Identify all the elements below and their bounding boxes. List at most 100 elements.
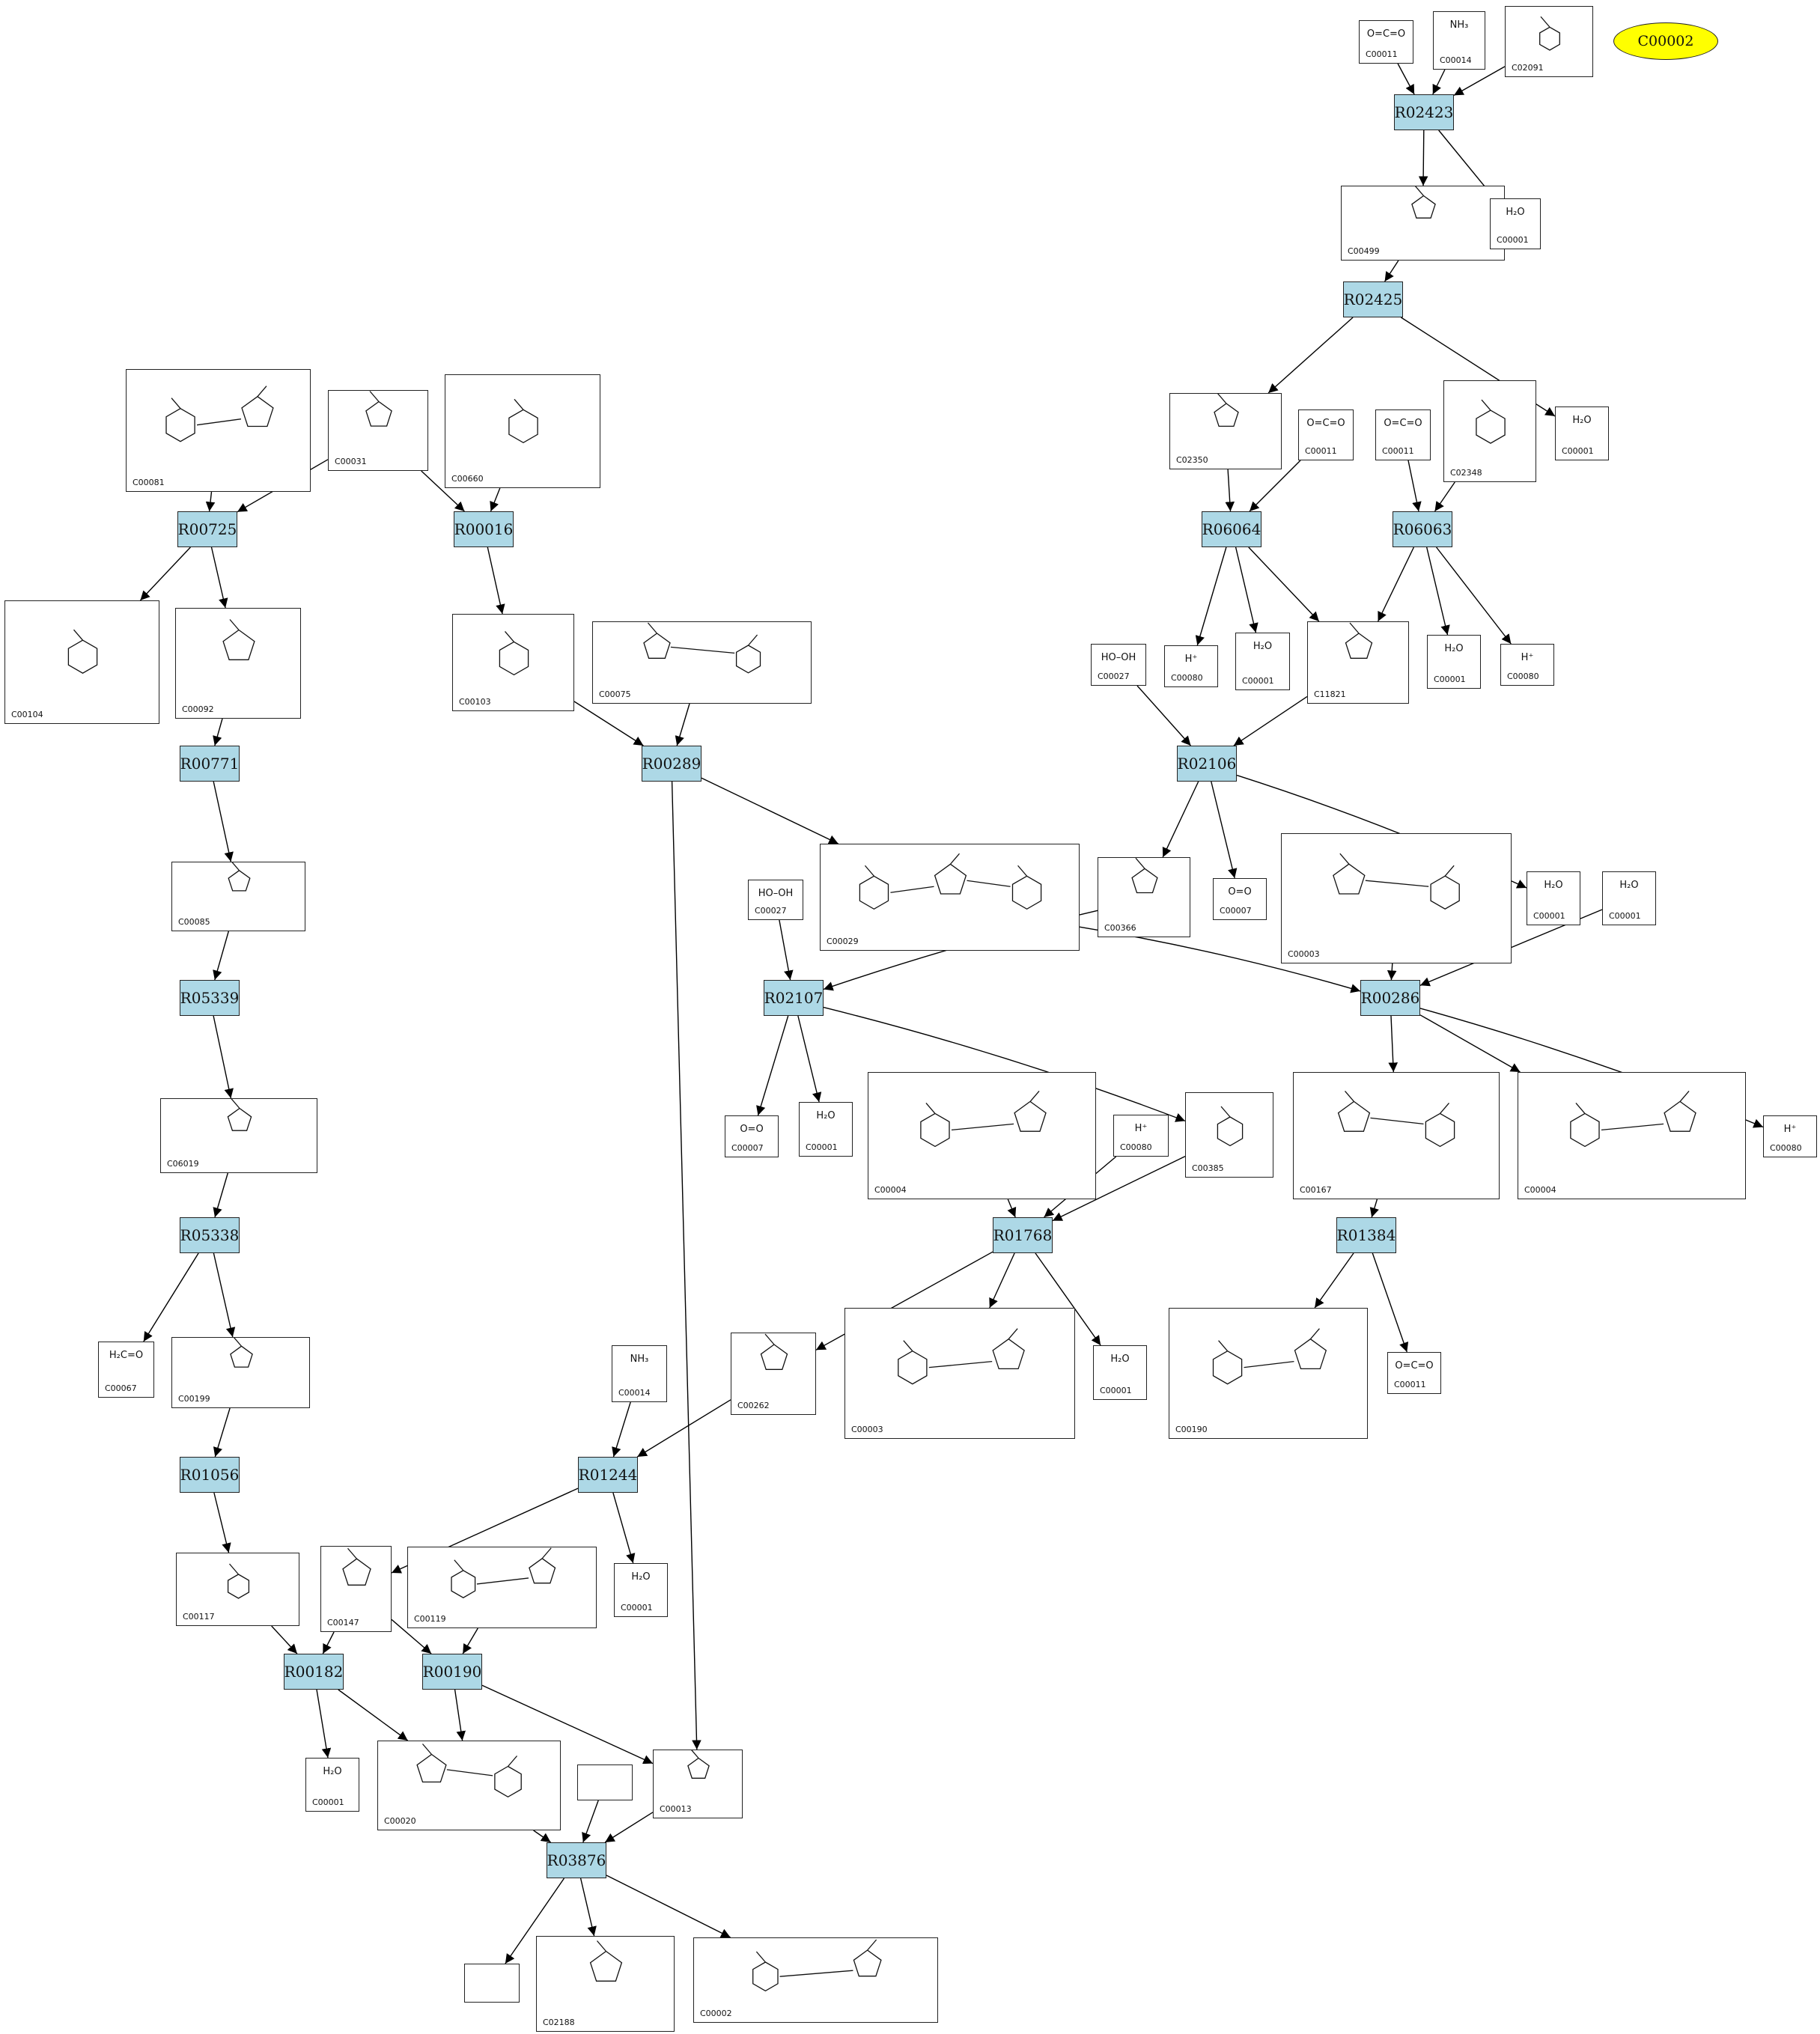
structure-formula: O=C=O [1306, 418, 1345, 429]
reaction-r00289[interactable]: R00289 [642, 746, 701, 782]
reaction-r00725[interactable]: R00725 [177, 511, 237, 547]
reaction-r00286[interactable]: R00286 [1360, 980, 1420, 1016]
edge-r02106-to-c00366 [1162, 781, 1199, 858]
compound-c00080-a[interactable]: H⁺C00080 [1164, 645, 1218, 687]
compound-c00081[interactable]: C00081 [126, 369, 311, 492]
reaction-r05339[interactable]: R05339 [180, 980, 240, 1016]
reaction-r00190[interactable]: R00190 [422, 1654, 482, 1690]
structure-drawing [365, 391, 392, 427]
compound-c00190[interactable]: C00190 [1169, 1308, 1368, 1439]
compound-c00199[interactable]: C00199 [171, 1337, 310, 1408]
reaction-r00016[interactable]: R00016 [454, 511, 514, 547]
compound-c00080-c[interactable]: H⁺C00080 [1113, 1115, 1169, 1157]
highlight-compound-badge[interactable]: C00002 [1613, 22, 1718, 60]
compound-c00003-b[interactable]: C00003 [844, 1308, 1075, 1439]
compound-label: C00029 [827, 937, 859, 946]
compound-c06019[interactable]: C06019 [160, 1098, 317, 1173]
compound-c00029[interactable]: C00029 [820, 844, 1080, 951]
reaction-r01056[interactable]: R01056 [180, 1457, 240, 1493]
compound-c00013[interactable]: C00013 [653, 1750, 743, 1818]
compound-c02348[interactable]: C02348 [1443, 380, 1536, 482]
compound-c00103[interactable]: C00103 [452, 614, 574, 711]
compound-c00366[interactable]: C00366 [1098, 857, 1190, 937]
reaction-r06064[interactable]: R06064 [1202, 511, 1261, 547]
compound-c02188[interactable]: C02188 [536, 1936, 675, 2032]
reaction-r03876[interactable]: R03876 [547, 1842, 606, 1878]
structure-drawing [1570, 1090, 1696, 1148]
reaction-r05338[interactable]: R05338 [180, 1217, 240, 1253]
compound-c00104[interactable]: C00104 [4, 600, 159, 724]
compound-c00119[interactable]: C00119 [407, 1547, 597, 1628]
compound-c00003-a[interactable]: C00003 [1281, 833, 1512, 963]
compound-c00499[interactable]: C00499 [1341, 186, 1505, 261]
edge-c00014_a-to-r02423 [1432, 69, 1446, 95]
reaction-r02423[interactable]: R02423 [1394, 94, 1454, 130]
reaction-r00182[interactable]: R00182 [284, 1654, 344, 1690]
reaction-r01244[interactable]: R01244 [578, 1457, 638, 1493]
compound-label: C02350 [1176, 455, 1208, 465]
compound-c02350[interactable]: C02350 [1169, 393, 1282, 469]
structure-drawing [760, 1333, 788, 1370]
edge-c02091-to-r02423 [1453, 66, 1506, 97]
compound-c00004-b[interactable]: C00004 [1518, 1072, 1746, 1199]
compound-c00080-d[interactable]: H⁺C00080 [1763, 1115, 1817, 1157]
reaction-r01768[interactable]: R01768 [993, 1217, 1053, 1253]
edge-r02106-to-c00007_a [1211, 781, 1238, 879]
compound-c00147[interactable]: C00147 [320, 1546, 392, 1632]
compound-c00117[interactable]: C00117 [176, 1553, 299, 1626]
compound-blank-b[interactable] [464, 1964, 520, 2003]
compound-c00075[interactable]: C00075 [592, 621, 812, 704]
compound-blank-a[interactable] [577, 1764, 633, 1800]
edge-c00011_b-to-r06064 [1249, 460, 1301, 512]
reaction-r01384[interactable]: R01384 [1336, 1217, 1396, 1253]
compound-c00002[interactable]: C00002 [693, 1937, 938, 2023]
compound-c00092[interactable]: C00092 [175, 608, 301, 719]
edge-r00725-to-c00092 [210, 546, 228, 609]
compound-c00031[interactable]: C00031 [328, 390, 428, 471]
structure-drawing [859, 853, 1042, 910]
structure-drawing [230, 1338, 253, 1368]
compound-c00167[interactable]: C00167 [1293, 1072, 1500, 1199]
reaction-r00771[interactable]: R00771 [180, 746, 240, 782]
compound-c00020[interactable]: C00020 [377, 1741, 561, 1830]
structure-drawing [222, 619, 255, 660]
compound-c02091[interactable]: C02091 [1505, 6, 1593, 77]
reaction-r06063[interactable]: R06063 [1393, 511, 1452, 547]
compound-c00262[interactable]: C00262 [731, 1333, 816, 1415]
compound-c00385[interactable]: C00385 [1185, 1092, 1273, 1178]
compound-c11821[interactable]: C11821 [1307, 621, 1409, 704]
reaction-r02106[interactable]: R02106 [1177, 746, 1237, 782]
reaction-r02107[interactable]: R02107 [764, 980, 824, 1016]
compound-c00004-a[interactable]: C00004 [868, 1072, 1096, 1199]
compound-c00660[interactable]: C00660 [445, 374, 600, 488]
structure-formula: H₂O [1506, 207, 1525, 218]
edge-r06064-to-c00080_a [1195, 546, 1227, 646]
compound-c00080-b[interactable]: H⁺C00080 [1500, 644, 1554, 686]
compound-c00085[interactable]: C00085 [171, 862, 305, 931]
edge-r02107-to-c00001_g [797, 1015, 822, 1103]
edge-r01056-to-c00117 [213, 1492, 231, 1553]
reaction-r02425[interactable]: R02425 [1343, 281, 1403, 317]
